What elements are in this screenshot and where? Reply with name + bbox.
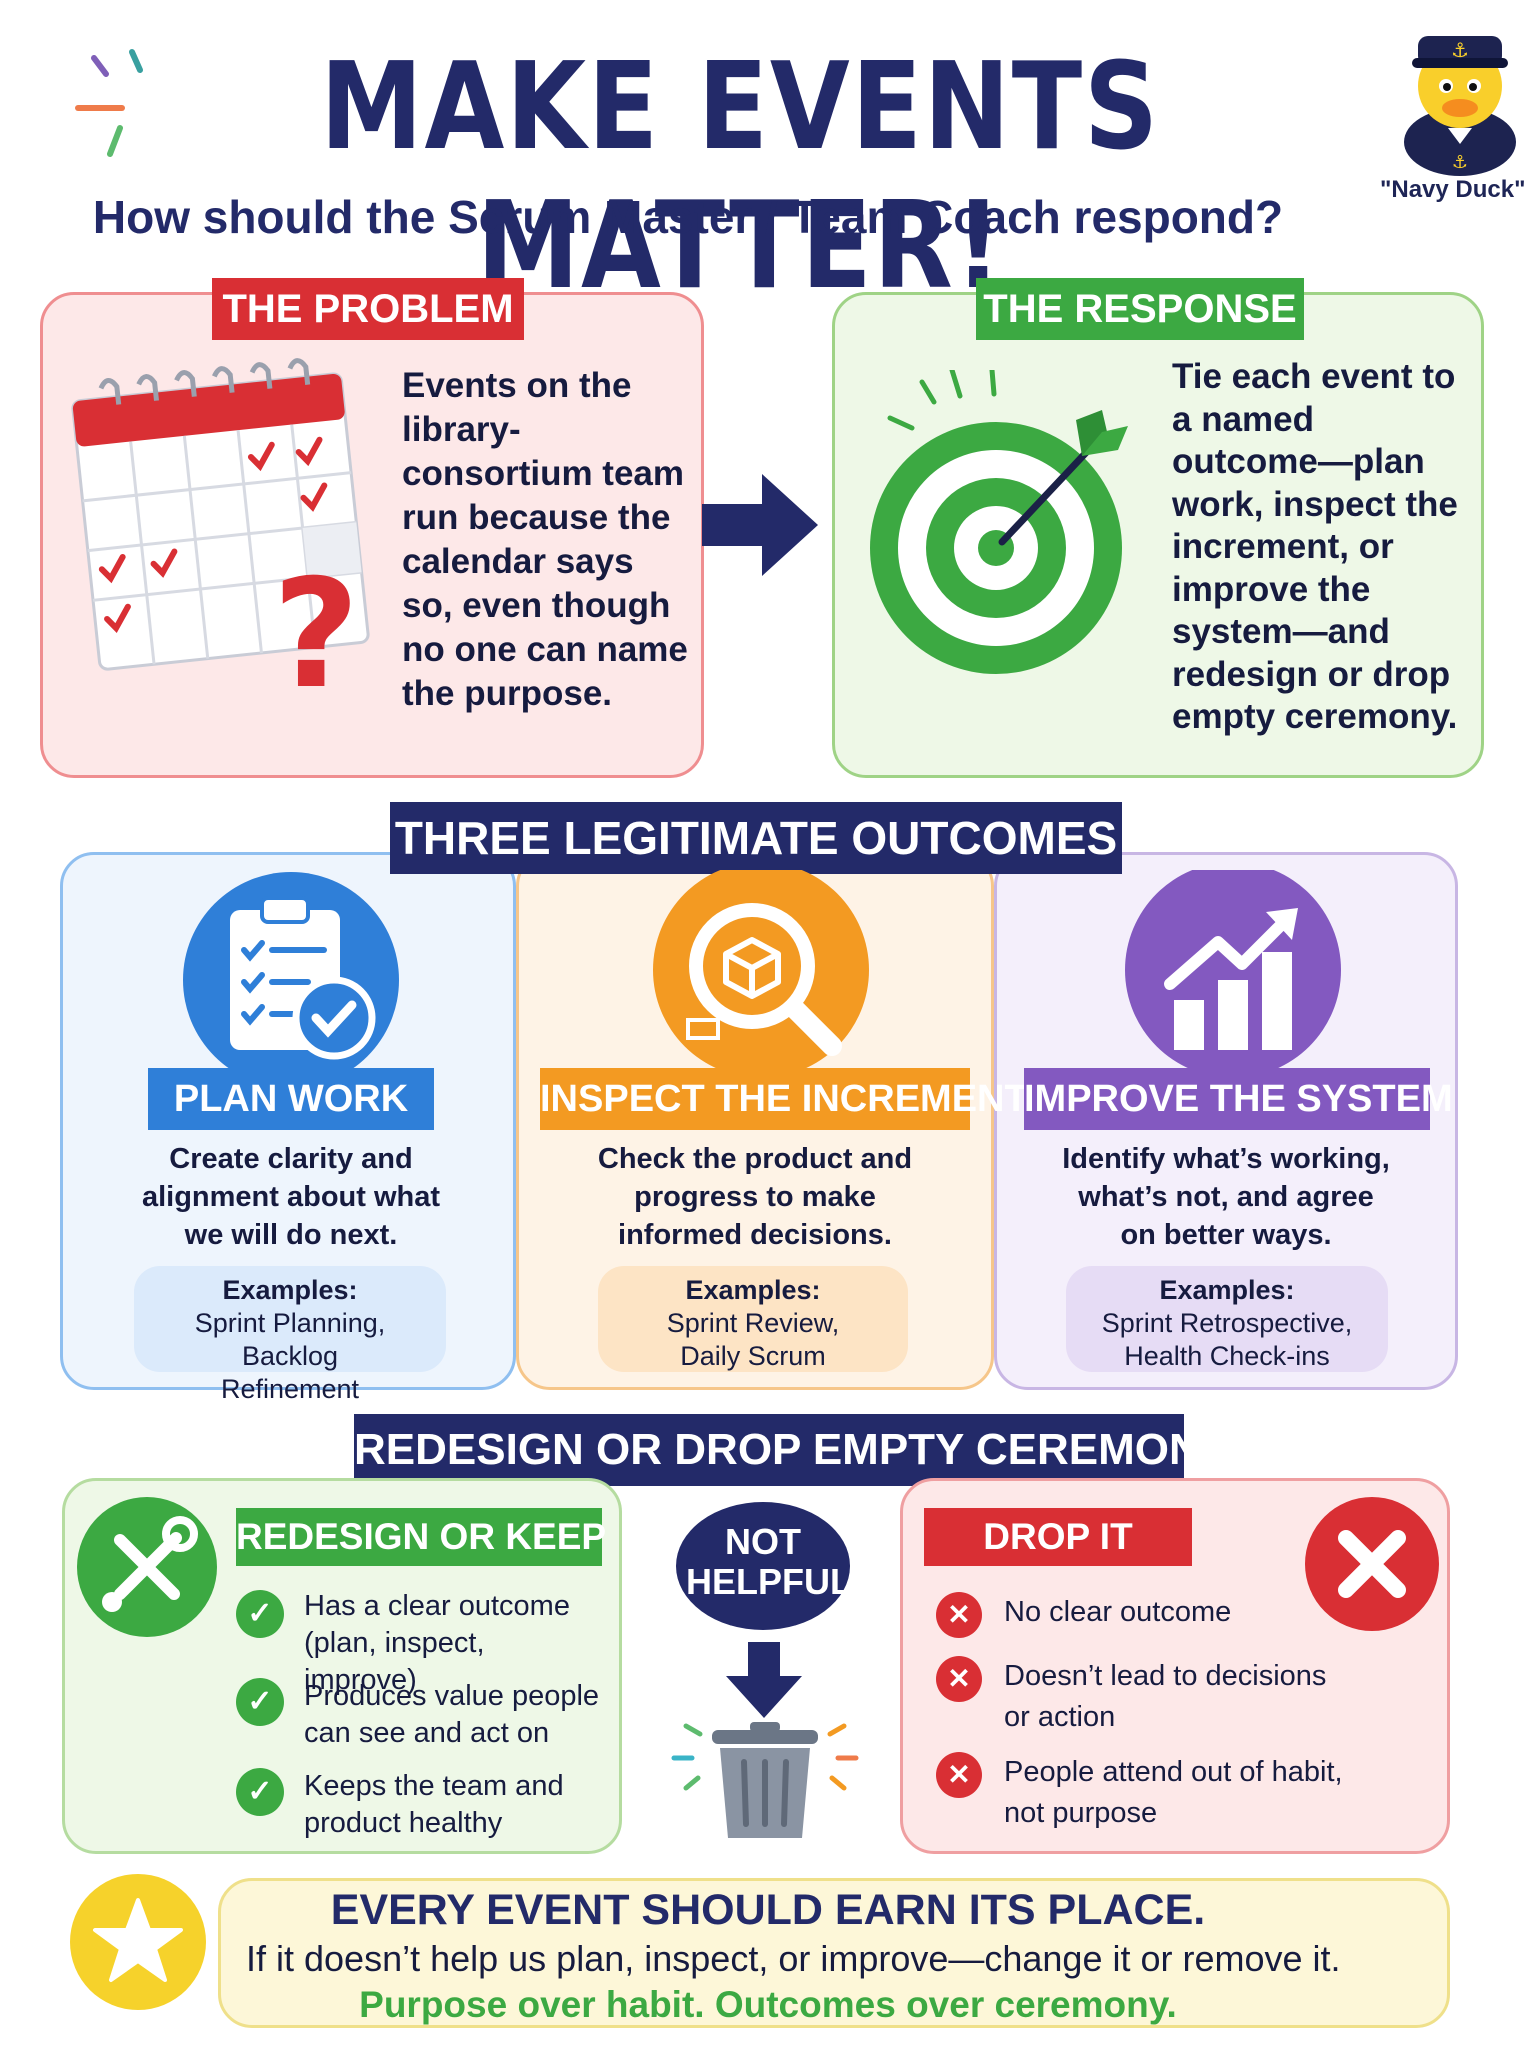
check-icon: ✓ bbox=[236, 1768, 284, 1816]
trash-bin-icon bbox=[671, 1642, 859, 1838]
arrow-right-icon bbox=[702, 474, 818, 576]
inspect-examples-list: Sprint Review, Daily Scrum bbox=[666, 1308, 840, 1371]
improve-ribbon: IMPROVE THE SYSTEM bbox=[1024, 1068, 1453, 1130]
response-label: THE RESPONSE bbox=[983, 287, 1297, 331]
keep-item: Has a clear outcome (plan, inspect, impr… bbox=[304, 1590, 570, 1696]
problem-label: THE PROBLEM bbox=[222, 287, 514, 331]
drop-ribbon: DROP IT bbox=[924, 1508, 1192, 1566]
inspect-desc: Check the product and progress to make i… bbox=[597, 1143, 913, 1251]
keep-item: Keeps the team and product healthy bbox=[304, 1770, 564, 1839]
improve-examples: Examples: Sprint Retrospective, Health C… bbox=[1066, 1266, 1388, 1372]
keep-ribbon: REDESIGN OR KEEP bbox=[236, 1508, 607, 1566]
x-icon: ✕ bbox=[936, 1752, 982, 1798]
footer-line: If it doesn’t help us plan, inspect, or … bbox=[246, 1938, 1341, 1979]
drop-item: Doesn’t lead to decisions or action bbox=[1004, 1660, 1327, 1733]
check-icon: ✓ bbox=[236, 1678, 284, 1726]
svg-text:?: ? bbox=[272, 548, 359, 696]
calendar-icon: ? bbox=[71, 358, 370, 696]
page-subtitle: How should the Scrum Master / Team Coach… bbox=[92, 191, 1284, 243]
improve-examples-list: Sprint Retrospective, Health Check-ins bbox=[1101, 1308, 1353, 1371]
svg-text:⚓: ⚓ bbox=[1452, 152, 1468, 173]
check-icon: ✓ bbox=[236, 1590, 284, 1638]
not-helpful-text: NOT HELPFUL? bbox=[686, 1521, 874, 1602]
footer-headline: EVERY EVENT SHOULD EARN ITS PLACE. bbox=[330, 1886, 1206, 1934]
ceremony-heading: REDESIGN OR DROP EMPTY CEREMONY bbox=[354, 1425, 1231, 1474]
not-helpful-bubble bbox=[676, 1502, 850, 1630]
drop-label: DROP IT bbox=[983, 1516, 1133, 1557]
x-icon: ✕ bbox=[936, 1656, 982, 1702]
inspect-examples-label: Examples: bbox=[685, 1275, 821, 1305]
problem-ribbon: THE PROBLEM bbox=[212, 278, 524, 340]
response-text: Tie each event to a named outcome—plan w… bbox=[1172, 357, 1458, 736]
drop-item: No clear outcome bbox=[1004, 1596, 1232, 1628]
plan-examples: Examples: Sprint Planning, Backlog Refin… bbox=[134, 1266, 446, 1404]
growth-chart-icon bbox=[1125, 870, 1341, 1070]
outcomes-heading: THREE LEGITIMATE OUTCOMES bbox=[394, 812, 1118, 864]
plan-desc: Create clarity and alignment about what … bbox=[141, 1143, 441, 1251]
magnifier-box-icon bbox=[653, 870, 869, 1070]
drop-item: People attend out of habit, not purpose bbox=[1004, 1756, 1343, 1829]
keep-label: REDESIGN OR KEEP bbox=[236, 1516, 607, 1557]
improve-desc: Identify what’s working, what’s not, and… bbox=[1062, 1143, 1390, 1251]
improve-title: IMPROVE THE SYSTEM bbox=[1024, 1078, 1453, 1120]
footer-card bbox=[218, 1878, 1450, 2028]
tools-icon bbox=[77, 1497, 217, 1637]
footer-motto: Purpose over habit. Outcomes over ceremo… bbox=[359, 1984, 1177, 2025]
ceremony-heading-ribbon: REDESIGN OR DROP EMPTY CEREMONY bbox=[354, 1414, 1231, 1486]
inspect-ribbon: INSPECT THE INCREMENT bbox=[540, 1068, 1028, 1130]
navy-duck-mascot-icon: ⚓ ⚓ bbox=[1404, 36, 1516, 176]
plan-examples-label: Examples: bbox=[222, 1275, 358, 1305]
outcomes-heading-ribbon: THREE LEGITIMATE OUTCOMES bbox=[390, 802, 1122, 874]
response-ribbon: THE RESPONSE bbox=[976, 278, 1304, 340]
problem-text: Events on the library-consortium team ru… bbox=[402, 366, 688, 713]
plan-examples-list: Sprint Planning, Backlog Refinement bbox=[194, 1308, 386, 1404]
x-icon: ✕ bbox=[936, 1592, 982, 1638]
improve-examples-label: Examples: bbox=[1159, 1275, 1295, 1305]
inspect-title: INSPECT THE INCREMENT bbox=[540, 1078, 1028, 1120]
plan-title: PLAN WORK bbox=[173, 1078, 409, 1120]
mascot-label: "Navy Duck" bbox=[1380, 176, 1526, 203]
page-title: MAKE EVENTS MATTER! bbox=[320, 38, 1160, 316]
title-sparkle-left bbox=[75, 49, 143, 157]
keep-item: Produces value people can see and act on bbox=[304, 1680, 600, 1749]
star-badge-icon bbox=[70, 1874, 206, 2010]
svg-text:⚓: ⚓ bbox=[1451, 38, 1469, 62]
target-icon bbox=[870, 370, 1128, 674]
plan-ribbon: PLAN WORK bbox=[148, 1068, 434, 1130]
close-x-icon bbox=[1305, 1497, 1439, 1631]
inspect-examples: Examples: Sprint Review, Daily Scrum bbox=[598, 1266, 908, 1372]
clipboard-checklist-icon bbox=[183, 872, 399, 1070]
